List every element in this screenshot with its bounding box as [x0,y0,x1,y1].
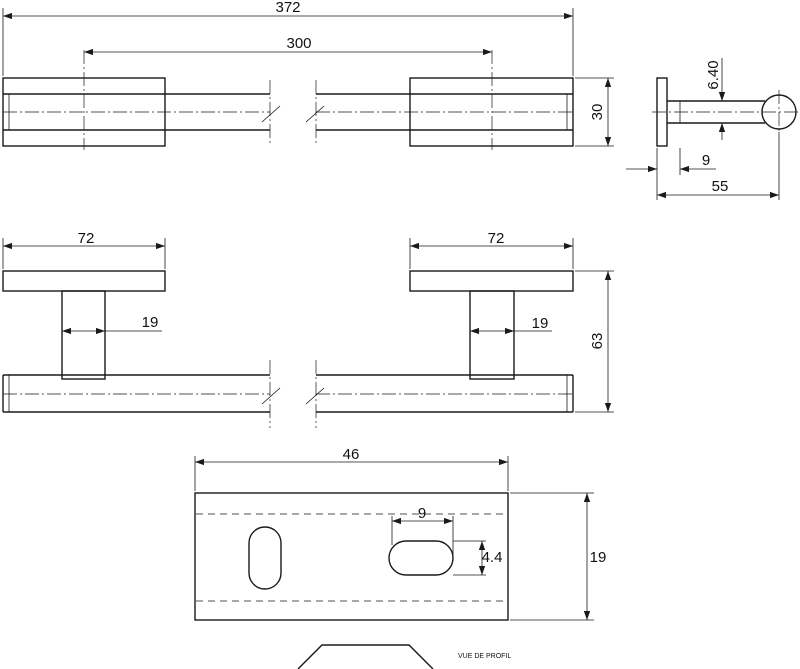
overall-length-label: 372 [275,0,300,16]
front-left-bar [2,374,270,413]
front-left-plate [2,270,166,292]
top-view: 372 300 30 [2,0,614,150]
wall-offset-label: 6.40 [705,60,722,89]
plate-detail: 46 9 4.4 19 [194,446,607,621]
dim-plate-height: 19 [510,492,607,621]
dim-projection: 55 [657,132,780,200]
dim-bar-height: 30 [575,77,614,147]
dim-center-distance: 300 [84,35,492,56]
left-plate-width-label: 72 [78,230,95,247]
bar-height-label: 30 [589,104,606,121]
slot-width-label: 9 [418,505,426,522]
plate-width-label: 46 [343,446,360,463]
front-view: 72 72 19 19 63 [2,230,614,428]
plate-depth-label: 9 [702,152,710,169]
front-break-marks [261,360,325,428]
front-right-post [469,290,515,380]
dim-plate-depth: 9 [626,148,716,200]
front-right-plate [409,270,574,292]
side-view: 6.40 9 55 [626,58,800,200]
dim-left-plate-width: 72 [2,230,166,269]
total-height-label: 63 [589,333,606,350]
projection-label: 55 [712,178,729,195]
dim-slot-width: 9 [391,505,454,558]
profile-sketch: VUE DE PROFIL [297,644,511,669]
front-right-bar [316,374,574,413]
dim-right-post-width: 19 [470,315,552,335]
horizontal-slot [388,540,454,576]
plate-height-label: 19 [590,549,607,566]
dim-overall-length: 372 [2,0,574,76]
dim-wall-offset: 6.40 [705,58,726,140]
profile-caption: VUE DE PROFIL [458,653,511,660]
right-plate-width-label: 72 [488,230,505,247]
dim-total-height: 63 [575,270,614,413]
dim-right-plate-width: 72 [409,230,574,269]
detail-plate [194,492,509,621]
dim-slot-height: 4.4 [453,540,503,576]
dim-left-post-width: 19 [62,314,162,335]
front-left-post [61,290,106,380]
left-post-width-label: 19 [142,314,159,331]
top-break-marks [261,80,325,146]
dim-plate-width: 46 [194,446,509,491]
center-distance-label: 300 [286,35,311,52]
slot-height-label: 4.4 [482,549,503,566]
right-post-width-label: 19 [532,315,549,332]
vertical-slot [248,526,282,590]
